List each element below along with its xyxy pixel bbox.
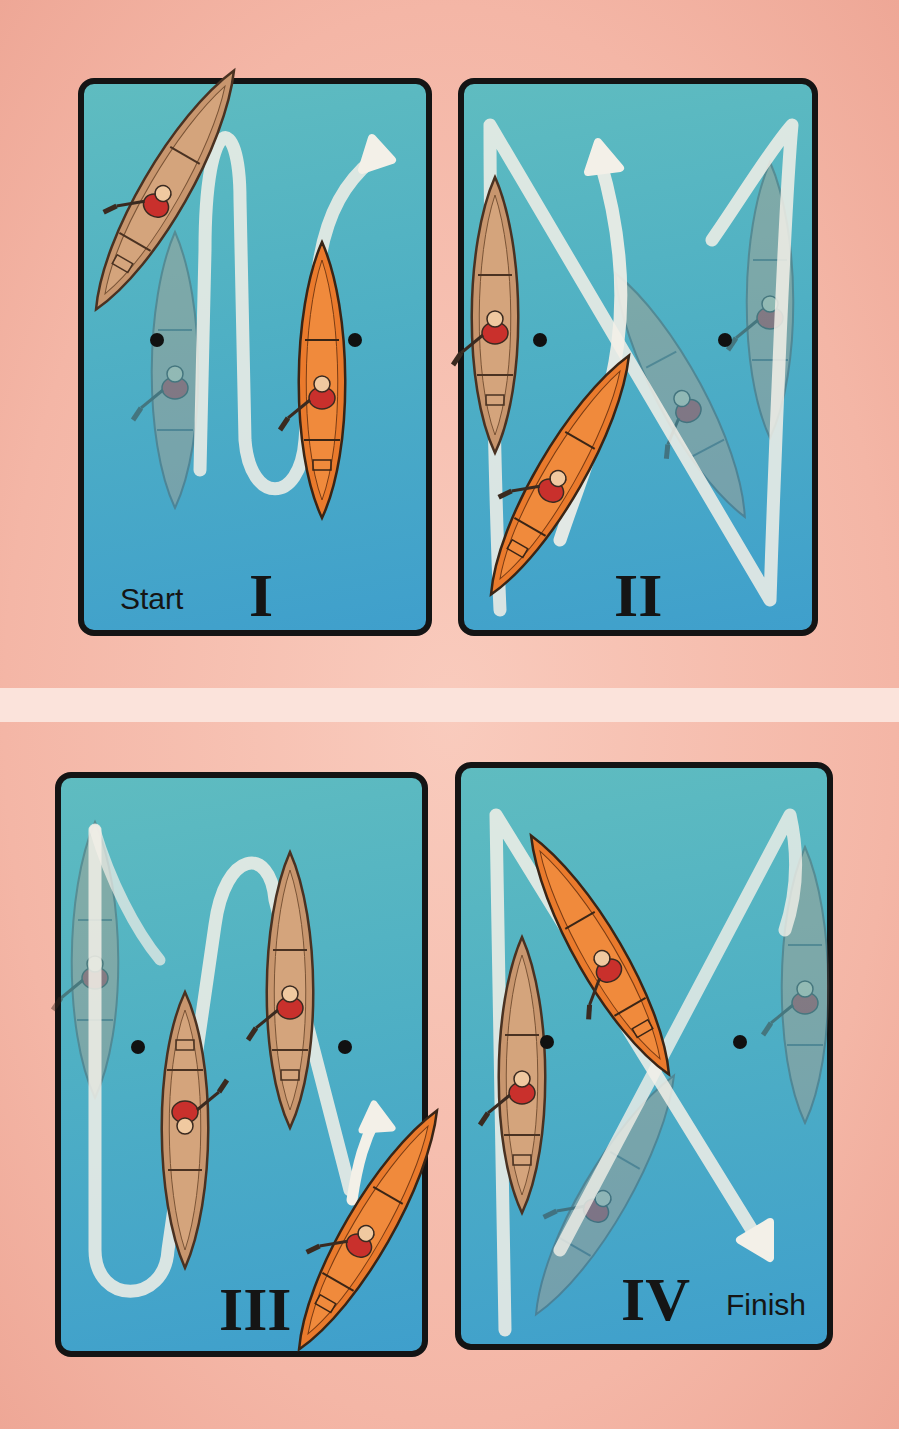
maneuver-panel: III: [55, 772, 428, 1357]
step-numeral: I: [249, 564, 273, 626]
step-numeral: III: [219, 1278, 291, 1340]
maneuver-panel: IV Finish: [455, 762, 833, 1350]
panel-one-art: [60, 49, 392, 518]
panel-four-art: [480, 815, 828, 1330]
step-label: Finish: [726, 1290, 806, 1320]
maneuver-panel: Start I: [78, 78, 432, 636]
step-numeral: IV: [621, 1268, 690, 1330]
maneuver-panel: II: [458, 78, 818, 636]
step-numeral: II: [614, 564, 662, 626]
photo-gap: [0, 688, 899, 722]
panel-two-art: [453, 125, 793, 610]
step-label: Start: [120, 584, 183, 614]
panel-three-art: [53, 822, 457, 1361]
